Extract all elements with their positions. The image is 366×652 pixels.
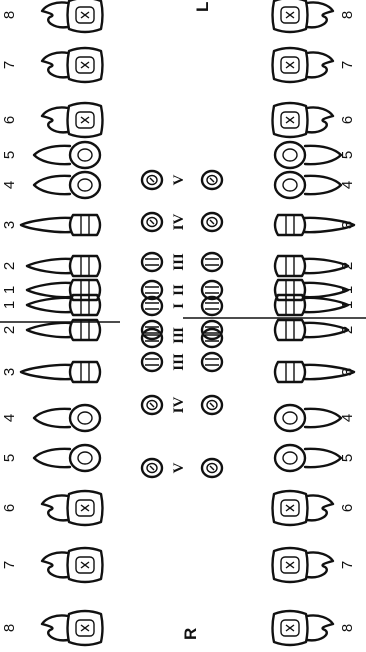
lower-primary-tooth-8 bbox=[202, 213, 222, 231]
upper-tooth-3 bbox=[34, 445, 100, 471]
lower-tooth-8 bbox=[275, 280, 348, 300]
upper-tooth-13 bbox=[42, 103, 103, 137]
lower-number-3: 5 bbox=[339, 454, 356, 462]
lower-number-0: 8 bbox=[339, 624, 356, 632]
lower-tooth-9 bbox=[275, 256, 348, 276]
lower-number-15: 8 bbox=[339, 11, 356, 19]
lower-tooth-1 bbox=[273, 548, 334, 582]
upper-number-4: 4 bbox=[1, 414, 18, 422]
lower-number-2: 6 bbox=[339, 504, 356, 512]
lower-primary-tooth-9 bbox=[202, 171, 222, 189]
upper-primary-label-7: III bbox=[171, 253, 187, 271]
upper-primary-tooth-0 bbox=[142, 459, 162, 477]
upper-primary-label-5: I bbox=[171, 303, 187, 309]
lower-primary-tooth-1 bbox=[202, 396, 222, 414]
lower-tooth-15 bbox=[273, 0, 334, 32]
upper-number-14: 7 bbox=[1, 61, 18, 69]
upper-number-8: 1 bbox=[1, 286, 18, 294]
upper-number-9: 2 bbox=[1, 262, 18, 270]
lower-tooth-12 bbox=[275, 142, 341, 168]
upper-number-15: 8 bbox=[1, 11, 18, 19]
upper-primary-tooth-1 bbox=[142, 396, 162, 414]
lower-number-5: 3 bbox=[339, 368, 356, 376]
lower-tooth-14 bbox=[273, 48, 334, 82]
lower-number-1: 7 bbox=[339, 561, 356, 569]
upper-tooth-11 bbox=[34, 172, 100, 198]
lower-tooth-2 bbox=[273, 491, 334, 525]
left-side-label: L bbox=[193, 2, 212, 12]
upper-tooth-4 bbox=[34, 405, 100, 431]
lower-number-8: 1 bbox=[339, 286, 356, 294]
lower-tooth-0 bbox=[273, 611, 334, 645]
lower-number-9: 2 bbox=[339, 262, 356, 270]
upper-tooth-8 bbox=[27, 280, 100, 300]
upper-tooth-5 bbox=[21, 362, 100, 382]
upper-primary-tooth-9 bbox=[142, 171, 162, 189]
upper-primary-label-6: II bbox=[171, 284, 187, 296]
lower-number-13: 6 bbox=[339, 116, 356, 124]
upper-tooth-15 bbox=[42, 0, 103, 32]
upper-primary-tooth-2 bbox=[142, 353, 162, 371]
lower-number-7: 1 bbox=[339, 301, 356, 309]
upper-primary-tooth-8 bbox=[142, 213, 162, 231]
lower-primary-tooth-2 bbox=[202, 353, 222, 371]
lower-number-4: 4 bbox=[339, 414, 356, 422]
lower-number-14: 7 bbox=[339, 61, 356, 69]
upper-tooth-0 bbox=[42, 611, 103, 645]
upper-number-10: 3 bbox=[1, 221, 18, 229]
lower-tooth-4 bbox=[275, 405, 341, 431]
lower-number-10: 3 bbox=[339, 221, 356, 229]
lower-number-11: 4 bbox=[339, 181, 356, 189]
upper-primary-label-1: IV bbox=[171, 396, 187, 413]
upper-tooth-10 bbox=[21, 215, 100, 235]
right-side-label: R bbox=[181, 628, 200, 640]
lower-primary-tooth-0 bbox=[202, 459, 222, 477]
upper-primary-label-4: I bbox=[171, 327, 187, 333]
upper-number-0: 8 bbox=[1, 624, 18, 632]
upper-tooth-1 bbox=[42, 548, 103, 582]
upper-number-2: 6 bbox=[1, 504, 18, 512]
upper-primary-label-2: III bbox=[171, 353, 187, 371]
lower-tooth-6 bbox=[275, 320, 348, 340]
lower-tooth-11 bbox=[275, 172, 341, 198]
upper-primary-tooth-7 bbox=[142, 253, 162, 271]
upper-tooth-6 bbox=[27, 320, 100, 340]
upper-primary-label-8: IV bbox=[171, 213, 187, 230]
upper-tooth-12 bbox=[34, 142, 100, 168]
upper-primary-label-9: V bbox=[171, 174, 187, 185]
upper-tooth-2 bbox=[42, 491, 103, 525]
lower-number-6: 2 bbox=[339, 326, 356, 334]
lower-primary-tooth-7 bbox=[202, 253, 222, 271]
upper-number-6: 2 bbox=[1, 326, 18, 334]
upper-tooth-14 bbox=[42, 48, 103, 82]
upper-primary-label-0: V bbox=[171, 462, 187, 473]
upper-tooth-9 bbox=[27, 256, 100, 276]
upper-number-1: 7 bbox=[1, 561, 18, 569]
lower-tooth-3 bbox=[275, 445, 341, 471]
upper-number-3: 5 bbox=[1, 454, 18, 462]
upper-number-13: 6 bbox=[1, 116, 18, 124]
upper-number-12: 5 bbox=[1, 151, 18, 159]
upper-number-5: 3 bbox=[1, 368, 18, 376]
upper-number-11: 4 bbox=[1, 181, 18, 189]
upper-number-7: 1 bbox=[1, 301, 18, 309]
lower-tooth-13 bbox=[273, 103, 334, 137]
lower-number-12: 5 bbox=[339, 151, 356, 159]
